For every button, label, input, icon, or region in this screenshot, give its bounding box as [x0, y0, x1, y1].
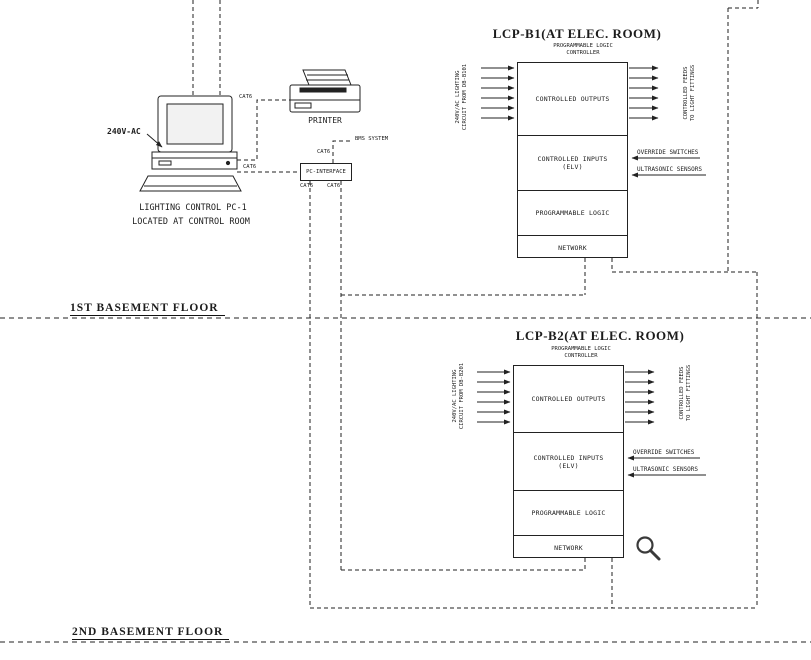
power-label: 240V-AC	[107, 127, 141, 136]
lcp-b2-ultrasonic-label: ULTRASONIC SENSORS	[633, 466, 699, 473]
lcp-b2-network-label: NETWORK	[554, 543, 583, 552]
lcp-b2-circuit-arrows	[477, 369, 511, 425]
lcp-b1-inputs-label: CONTROLLED INPUTS	[537, 155, 608, 163]
lcp-b2-feed-destination-label: CONTROLLED FEEDS TO LIGHT FITTINGS	[679, 353, 693, 433]
lcp-b1-feed-destination-label: CONTROLLED FEEDS TO LIGHT FITTINGS	[683, 53, 697, 133]
printer-drawing	[289, 69, 361, 113]
lcp-b1-outputs-section: CONTROLLED OUTPUTS	[518, 63, 627, 136]
lcp-b2-inputs-label: CONTROLLED INPUTS	[533, 453, 604, 462]
monitor-drawing	[139, 95, 242, 192]
floor-label-2nd-basement: 2ND BASEMENT FLOOR	[72, 626, 230, 640]
lcp-b2-circuit-source-line1: 240V/AC LIGHTING	[452, 369, 458, 423]
power-arrow	[146, 133, 163, 148]
lcp-b1-network-section: NETWORK	[518, 236, 627, 259]
lcp-b2-sensor-arrows	[627, 455, 706, 478]
lcp-b1-outputs-label: CONTROLLED OUTPUTS	[535, 95, 610, 103]
lcp-b2-feed-destination-line1: CONTROLLED FEEDS	[679, 366, 685, 420]
floor-label-1st-basement: 1ST BASEMENT FLOOR	[70, 302, 225, 316]
lcp-b2-logic-label: PROGRAMMABLE LOGIC	[531, 509, 606, 517]
lcp-b1-feed-arrows	[629, 65, 659, 121]
lcp-b2-plc-header: PROGRAMMABLE LOGIC CONTROLLER	[551, 346, 611, 359]
pc-interface-box: PC-INTERFACE	[300, 163, 352, 181]
lcp-b1-network-label: NETWORK	[558, 243, 587, 252]
lcp-b2-plc-header-line2: CONTROLLER	[564, 352, 598, 359]
lcp-b2-panel: CONTROLLED OUTPUTS CONTROLLED INPUTS (EL…	[513, 365, 624, 558]
cat6-network-cable-label-2: CAT6	[327, 183, 341, 189]
lcp-b1-feed-destination-line1: CONTROLLED FEEDS	[683, 66, 689, 120]
lcp-b1-title: LCP-B1(AT ELEC. ROOM)	[492, 26, 662, 41]
zoom-cursor-icon	[636, 536, 661, 561]
lcp-b2-plc-header-line1: PROGRAMMABLE LOGIC	[551, 346, 611, 352]
lcp-b1-inputs-section: CONTROLLED INPUTS (ELV)	[518, 136, 627, 191]
lcp-b1-circuit-arrows	[481, 65, 515, 121]
lcp-b2-inputs-elv-label: (ELV)	[558, 461, 579, 470]
lcp-b2-circuit-source-label: 240V/AC LIGHTING CIRCUIT FROM DB-B201	[452, 356, 466, 436]
lcp-b2-outputs-section: CONTROLLED OUTPUTS	[514, 366, 623, 433]
lcp-b2-feed-destination-line2: TO LIGHT FITTINGS	[686, 364, 692, 422]
lcp-b2-logic-section: PROGRAMMABLE LOGIC	[514, 491, 623, 536]
bms-system-label: BMS SYSTEM	[355, 136, 389, 142]
floor-boundary-lines	[0, 317, 811, 643]
lcp-b1-sensor-arrows	[631, 155, 706, 178]
cat6-network-cable-label-1: CAT6	[300, 183, 314, 189]
cat6-bms-cable-label: CAT6	[317, 149, 331, 155]
lcp-b1-override-label: OVERRIDE SWITCHES	[637, 149, 699, 156]
lcp-b2-network-section: NETWORK	[514, 536, 623, 559]
lcp-b1-plc-header-line2: CONTROLLER	[566, 49, 600, 56]
lcp-b2-override-label: OVERRIDE SWITCHES	[633, 449, 695, 456]
pc-interface-label: PC-INTERFACE	[306, 169, 346, 175]
lcp-b2-inputs-section: CONTROLLED INPUTS (ELV)	[514, 433, 623, 491]
pc-caption-line1: LIGHTING CONTROL PC-1	[139, 203, 247, 213]
lcp-b1-circuit-source-line1: 240V/AC LIGHTING	[455, 70, 461, 124]
lcp-b1-inputs-elv-label: (ELV)	[562, 163, 583, 171]
lcp-b1-circuit-source-line2: CIRCUIT FROM DB-B101	[462, 63, 468, 131]
lcp-b2-circuit-source-line2: CIRCUIT FROM DB-B201	[459, 362, 465, 430]
lcp-b1-logic-label: PROGRAMMABLE LOGIC	[535, 209, 610, 217]
network-cables	[192, 0, 759, 609]
lcp-b1-logic-section: PROGRAMMABLE LOGIC	[518, 191, 627, 236]
lcp-b1-feed-destination-line2: TO LIGHT FITTINGS	[690, 64, 696, 122]
lcp-b1-panel: CONTROLLED OUTPUTS CONTROLLED INPUTS (EL…	[517, 62, 628, 258]
cat6-printer-cable-label: CAT6	[239, 94, 253, 100]
lcp-b1-ultrasonic-label: ULTRASONIC SENSORS	[637, 166, 703, 173]
lcp-b1-plc-header-line1: PROGRAMMABLE LOGIC	[553, 43, 613, 49]
lcp-b2-title: LCP-B2(AT ELEC. ROOM)	[515, 328, 685, 343]
lcp-b1-plc-header: PROGRAMMABLE LOGIC CONTROLLER	[553, 43, 613, 56]
lcp-b2-outputs-label: CONTROLLED OUTPUTS	[531, 395, 606, 403]
printer-label: PRINTER	[308, 116, 342, 125]
pc-caption-line2: LOCATED AT CONTROL ROOM	[132, 217, 250, 227]
cat6-pc-cable-label: CAT6	[243, 164, 257, 170]
lcp-b1-circuit-source-label: 240V/AC LIGHTING CIRCUIT FROM DB-B101	[455, 57, 469, 137]
lcp-b2-feed-arrows	[625, 369, 655, 425]
